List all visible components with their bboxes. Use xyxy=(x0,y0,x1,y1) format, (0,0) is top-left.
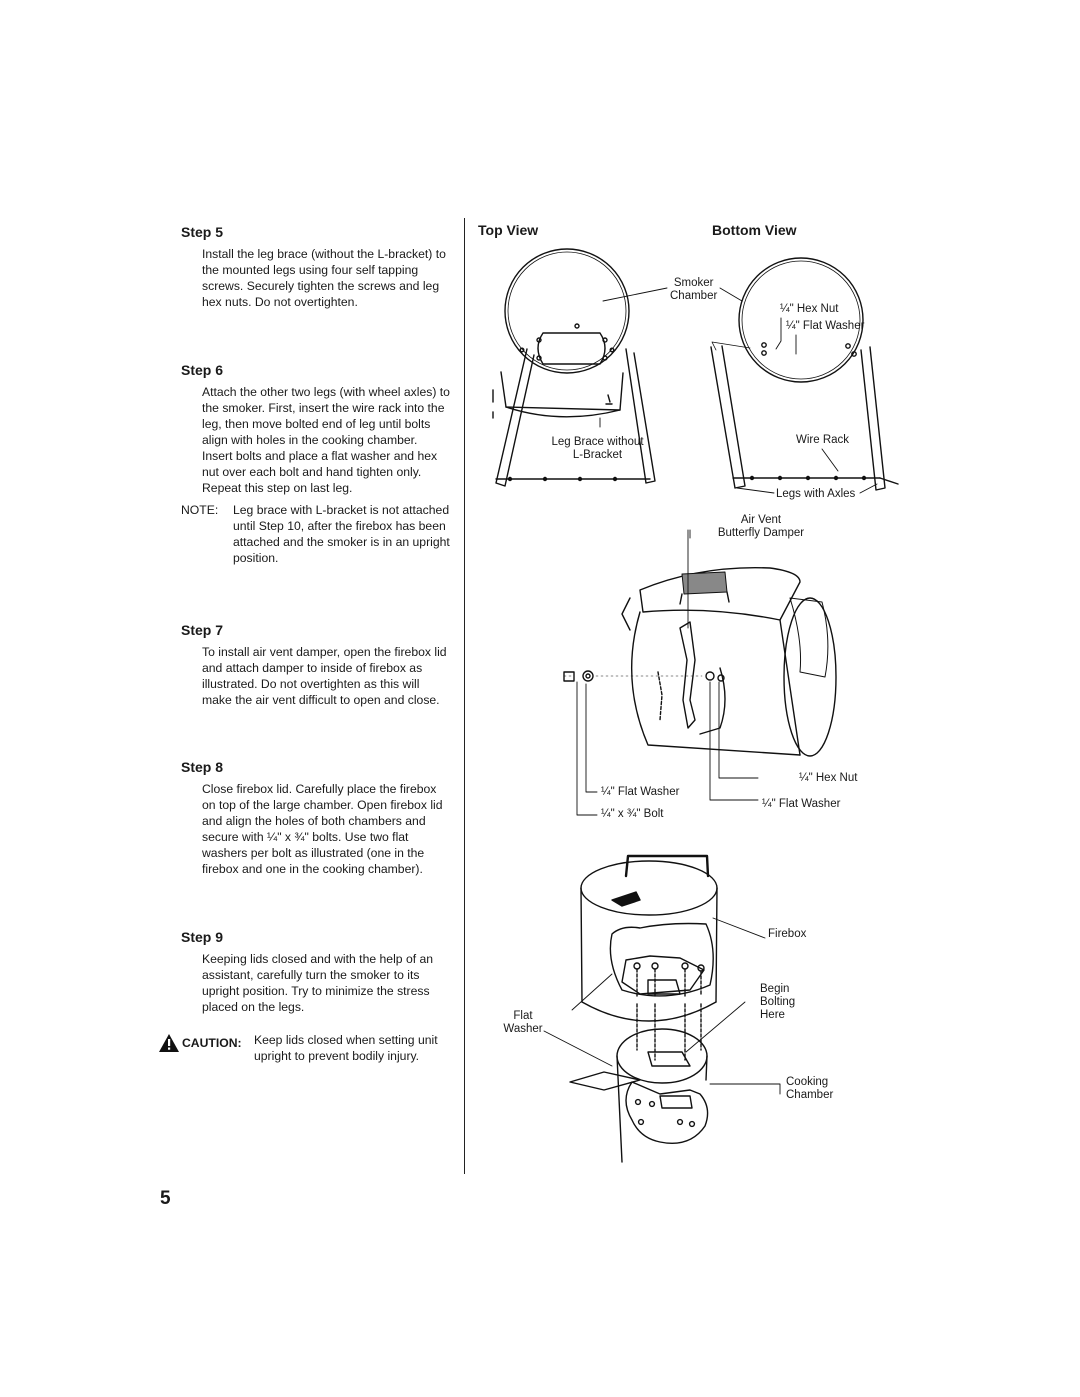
step-9-text: Keeping lids closed and with the help of… xyxy=(202,952,434,1014)
bolt-label: ¼" x ¾" Bolt xyxy=(601,808,664,820)
page-number: 5 xyxy=(160,1188,171,1209)
step-8-title: Step 8 xyxy=(181,759,224,775)
note-label: NOTE: xyxy=(181,503,219,517)
step-7: Step 7 To install air vent damper, open … xyxy=(181,622,451,708)
bottom-view-drawing xyxy=(710,257,899,491)
step-9-title: Step 9 xyxy=(181,929,224,945)
firebox-label: Firebox xyxy=(768,928,807,940)
top-view-drawing xyxy=(492,248,656,487)
leg-brace-label: Leg Brace without L-Bracket xyxy=(551,436,644,461)
step-7-title: Step 7 xyxy=(181,622,224,638)
step-8: Step 8 Close firebox lid. Carefully plac… xyxy=(181,759,451,877)
column-divider xyxy=(464,218,465,1174)
step-9: Step 9 Keeping lids closed and with the … xyxy=(181,929,451,1015)
step-7-text: To install air vent damper, open the fir… xyxy=(202,645,447,707)
bottom-view-heading: Bottom View xyxy=(712,222,797,238)
step-6-title: Step 6 xyxy=(181,362,224,378)
caution-label: CAUTION: xyxy=(182,1036,242,1050)
begin-bolting-label: Begin Bolting Here xyxy=(760,983,796,1021)
step-5: Step 5 Install the leg brace (without th… xyxy=(181,224,451,310)
step-6: Step 6 Attach the other two legs (with w… xyxy=(181,362,451,496)
wire-rack-label: Wire Rack xyxy=(796,434,850,446)
step-8-text: Close firebox lid. Carefully place the f… xyxy=(202,782,443,876)
cooking-chamber-label: Cooking Chamber xyxy=(786,1076,834,1101)
hex-nut-label-2: ¼" Hex Nut xyxy=(799,772,858,784)
step-6-text: Attach the other two legs (with wheel ax… xyxy=(202,385,450,495)
hex-nut-label-1: ¼" Hex Nut xyxy=(780,303,839,315)
caution: CAUTION: Keep lids closed when setting u… xyxy=(158,1032,458,1064)
warning-icon xyxy=(159,1034,179,1052)
flat-washer-label-2: ¼" Flat Washer xyxy=(762,798,841,810)
note: NOTE: Leg brace with L-bracket is not at… xyxy=(181,502,451,566)
caution-text: Keep lids closed when setting unit uprig… xyxy=(254,1033,438,1063)
firebox-damper-drawing xyxy=(563,529,837,816)
top-view-heading: Top View xyxy=(478,222,539,238)
step-5-text: Install the leg brace (without the L-bra… xyxy=(202,247,446,309)
step-5-title: Step 5 xyxy=(181,224,224,240)
legs-with-axles-label: Legs with Axles xyxy=(776,488,856,500)
upright-assembly-drawing xyxy=(543,854,781,1163)
flat-washer-label-4: Flat Washer xyxy=(503,1010,543,1035)
smoker-chamber-label: Smoker Chamber xyxy=(670,277,718,302)
air-vent-label: Air Vent Butterfly Damper xyxy=(717,514,805,539)
flat-washer-label-1: ¼" Flat Washer xyxy=(786,320,865,332)
flat-washer-label-3: ¼" Flat Washer xyxy=(601,786,680,798)
note-text: Leg brace with L-bracket is not attached… xyxy=(233,503,450,565)
